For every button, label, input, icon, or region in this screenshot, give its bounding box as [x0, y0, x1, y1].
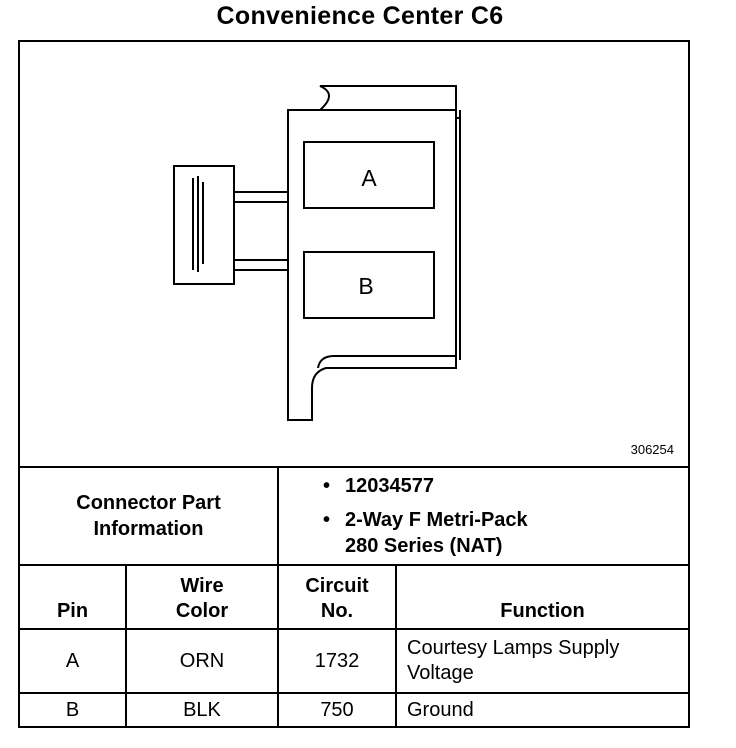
function-line1: Courtesy Lamps Supply [407, 637, 620, 659]
wire-color-header: Wire Color [125, 564, 279, 630]
connector-lock-tab [173, 165, 235, 285]
circuit-header-line2: No. [320, 600, 354, 622]
wire-color-header-line2: Color [175, 600, 229, 622]
bullet-icon: • [323, 475, 331, 497]
cavity-b-label: B [358, 273, 373, 299]
part-info-row: Connector Part Information • 12034577 • 2-… [20, 466, 688, 566]
pin-cell: A [20, 628, 127, 694]
connector-top-latch [319, 85, 457, 111]
function-cell: Ground [395, 692, 688, 727]
wire-color-cell: ORN [125, 628, 279, 694]
cavity-a-outline [303, 141, 435, 209]
part-number-item: • 12034577 [323, 473, 688, 499]
part-number: 12034577 [345, 475, 434, 497]
part-description-item: • 2-Way F Metri-Pack [323, 507, 688, 533]
part-info-label-line1: Connector Part [76, 492, 221, 514]
header-row: Pin Wire Color Circuit No. Function [20, 564, 688, 630]
part-description-line1: 2-Way F Metri-Pack [345, 509, 528, 531]
table-row: B BLK 750 Ground [20, 692, 688, 727]
wire-color-cell: BLK [125, 692, 279, 727]
bullet-icon: • [323, 509, 331, 531]
part-description-line2: 280 Series (NAT) [345, 535, 503, 557]
connector-info-frame: A B 306254 Connector Part Information • 1… [18, 40, 690, 728]
cavity-a-label: A [361, 165, 377, 191]
cavity-b-outline [303, 251, 435, 319]
wire-color-header-line1: Wire [180, 575, 224, 597]
table-row: A ORN 1732 Courtesy Lamps Supply Voltage [20, 628, 688, 694]
circuit-header: Circuit No. [277, 564, 397, 630]
connector-diagram: A B [173, 85, 461, 421]
function-cell: Courtesy Lamps Supply Voltage [395, 628, 688, 694]
part-info-label-line2: Information [93, 518, 204, 540]
circuit-cell: 1732 [277, 628, 397, 694]
pin-header: Pin [20, 564, 127, 630]
circuit-header-line1: Circuit [305, 575, 369, 597]
page-title: Convenience Center C6 [216, 2, 504, 30]
part-info-values: • 12034577 • 2-Way F Metri-Pack 280 Series… [277, 466, 688, 566]
part-info-label: Connector Part Information [20, 466, 279, 566]
figure-id: 306254 [630, 442, 674, 457]
function-line2: Voltage [407, 662, 474, 684]
pin-cell: B [20, 692, 127, 727]
connector-table: Connector Part Information • 12034577 • 2-… [20, 466, 688, 727]
connector-body [287, 109, 457, 421]
circuit-cell: 750 [277, 692, 397, 727]
function-header: Function [395, 564, 688, 630]
